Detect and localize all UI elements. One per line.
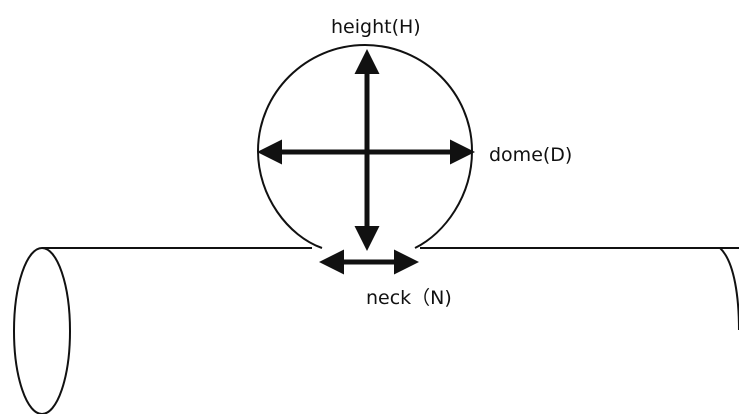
- dome-label: dome(D): [489, 144, 573, 166]
- neck-label: neck（N): [366, 287, 452, 309]
- aneurysm-dome-outline: [256, 43, 474, 249]
- vessel-right-end: [719, 247, 739, 331]
- vessel-left-end: [13, 247, 71, 414]
- height-label: height(H): [331, 16, 421, 38]
- vessel-cylinder: [13, 247, 739, 414]
